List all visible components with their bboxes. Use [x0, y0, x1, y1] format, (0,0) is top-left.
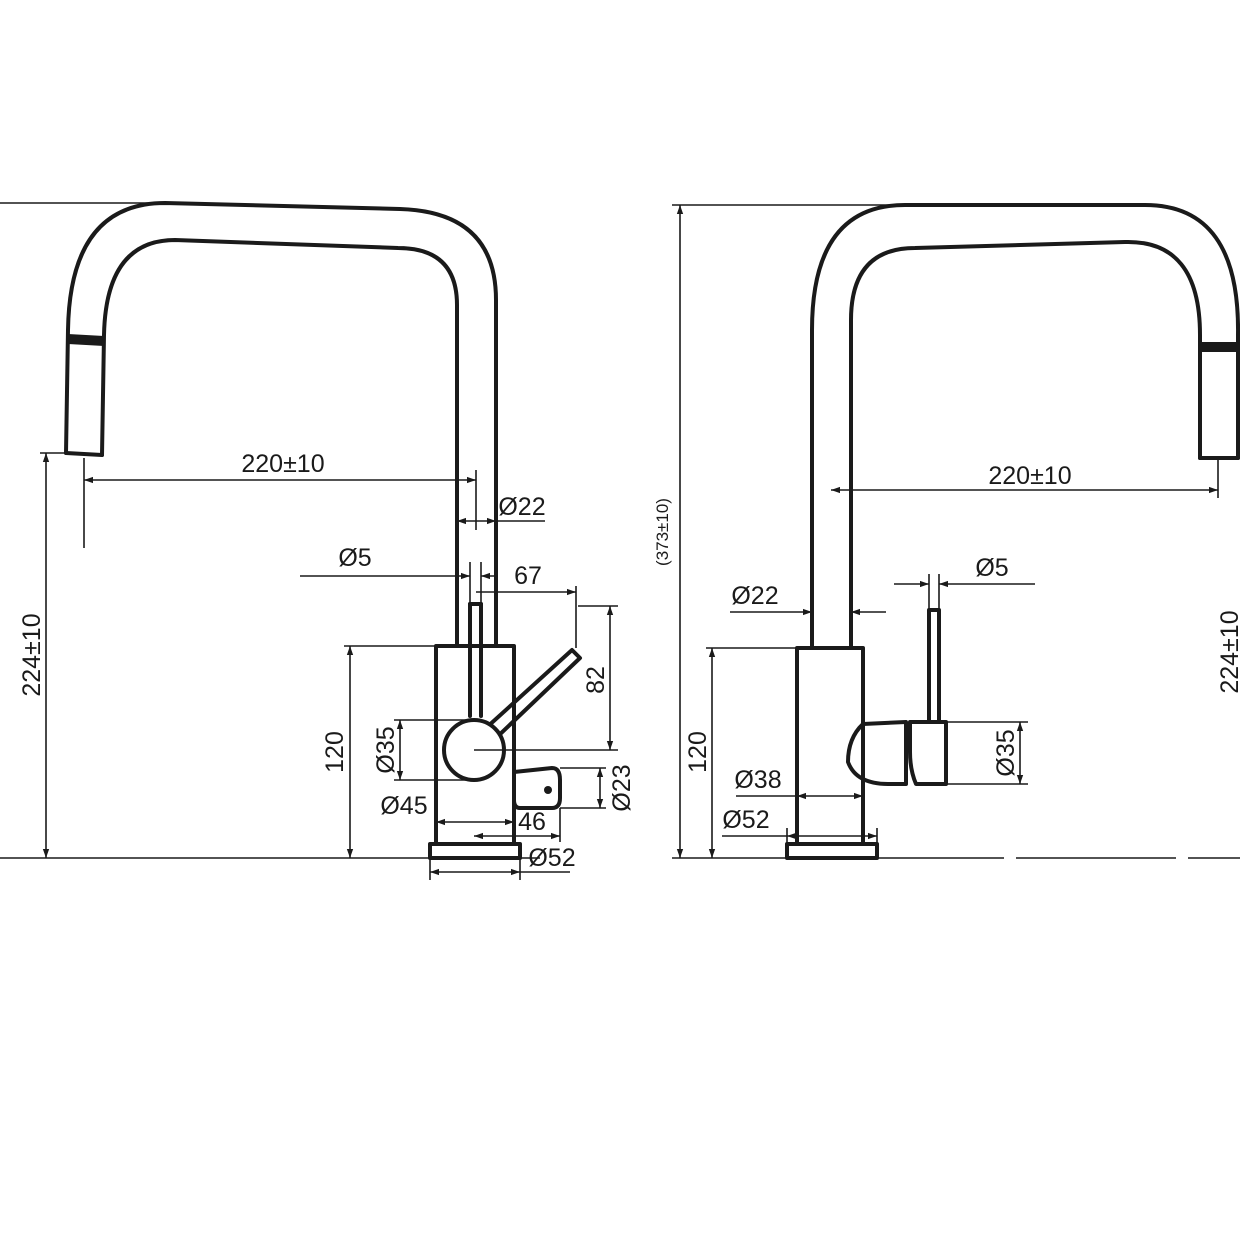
left-lever-arm — [484, 648, 582, 740]
right-body-diameter-label: Ø38 — [734, 766, 781, 794]
right-body-height-label: 120 — [684, 731, 712, 773]
left-side-offset-label: 46 — [518, 808, 546, 836]
left-lever-offset-label: 67 — [514, 562, 542, 590]
right-lever-diameter-label: Ø5 — [975, 554, 1008, 582]
right-handle-grip — [908, 720, 948, 786]
right-height-label: 224±10 — [1216, 610, 1240, 693]
left-body-diameter-label: Ø45 — [380, 792, 427, 820]
right-spout-inner — [849, 239, 1202, 648]
right-lever-stem — [927, 608, 941, 724]
right-base — [785, 842, 879, 860]
left-spray-head-band — [68, 334, 104, 346]
right-spray-head-band — [1200, 342, 1238, 352]
right-base-diameter-label: Ø52 — [722, 806, 769, 834]
right-handle-cam — [846, 720, 908, 786]
right-spout-outer — [810, 203, 1240, 648]
left-spout-inner — [100, 238, 459, 648]
left-side-outlet — [512, 766, 562, 810]
left-faucet-view: 224±10 220±10 Ø22 Ø5 67 82 120 Ø35 — [0, 201, 636, 880]
left-base-diameter-label: Ø52 — [528, 844, 575, 872]
left-lever-height-label: 82 — [582, 666, 610, 694]
left-spray-head-tip — [64, 451, 104, 457]
left-side-diameter-label: Ø23 — [608, 764, 636, 811]
right-body — [795, 646, 865, 846]
right-faucet-view: (373±10) 220±10 Ø22 Ø5 120 Ø35 Ø38 — [653, 203, 1240, 860]
right-reach-label: 220±10 — [988, 462, 1071, 490]
left-spout-diameter-label: Ø22 — [498, 493, 545, 521]
left-side-outlet-hole — [544, 786, 552, 794]
right-spout-diameter-label: Ø22 — [731, 582, 778, 610]
left-base — [428, 842, 522, 860]
left-hub-diameter-label: Ø35 — [372, 726, 400, 773]
right-overall-height-label: (373±10) — [653, 498, 672, 566]
left-reach-label: 220±10 — [241, 450, 324, 478]
right-handle-diameter-label: Ø35 — [992, 729, 1020, 776]
left-lever-diameter-label: Ø5 — [338, 544, 371, 572]
left-body-height-label: 120 — [321, 731, 349, 773]
left-height-label: 224±10 — [18, 613, 46, 696]
left-spout-outer — [64, 201, 498, 648]
